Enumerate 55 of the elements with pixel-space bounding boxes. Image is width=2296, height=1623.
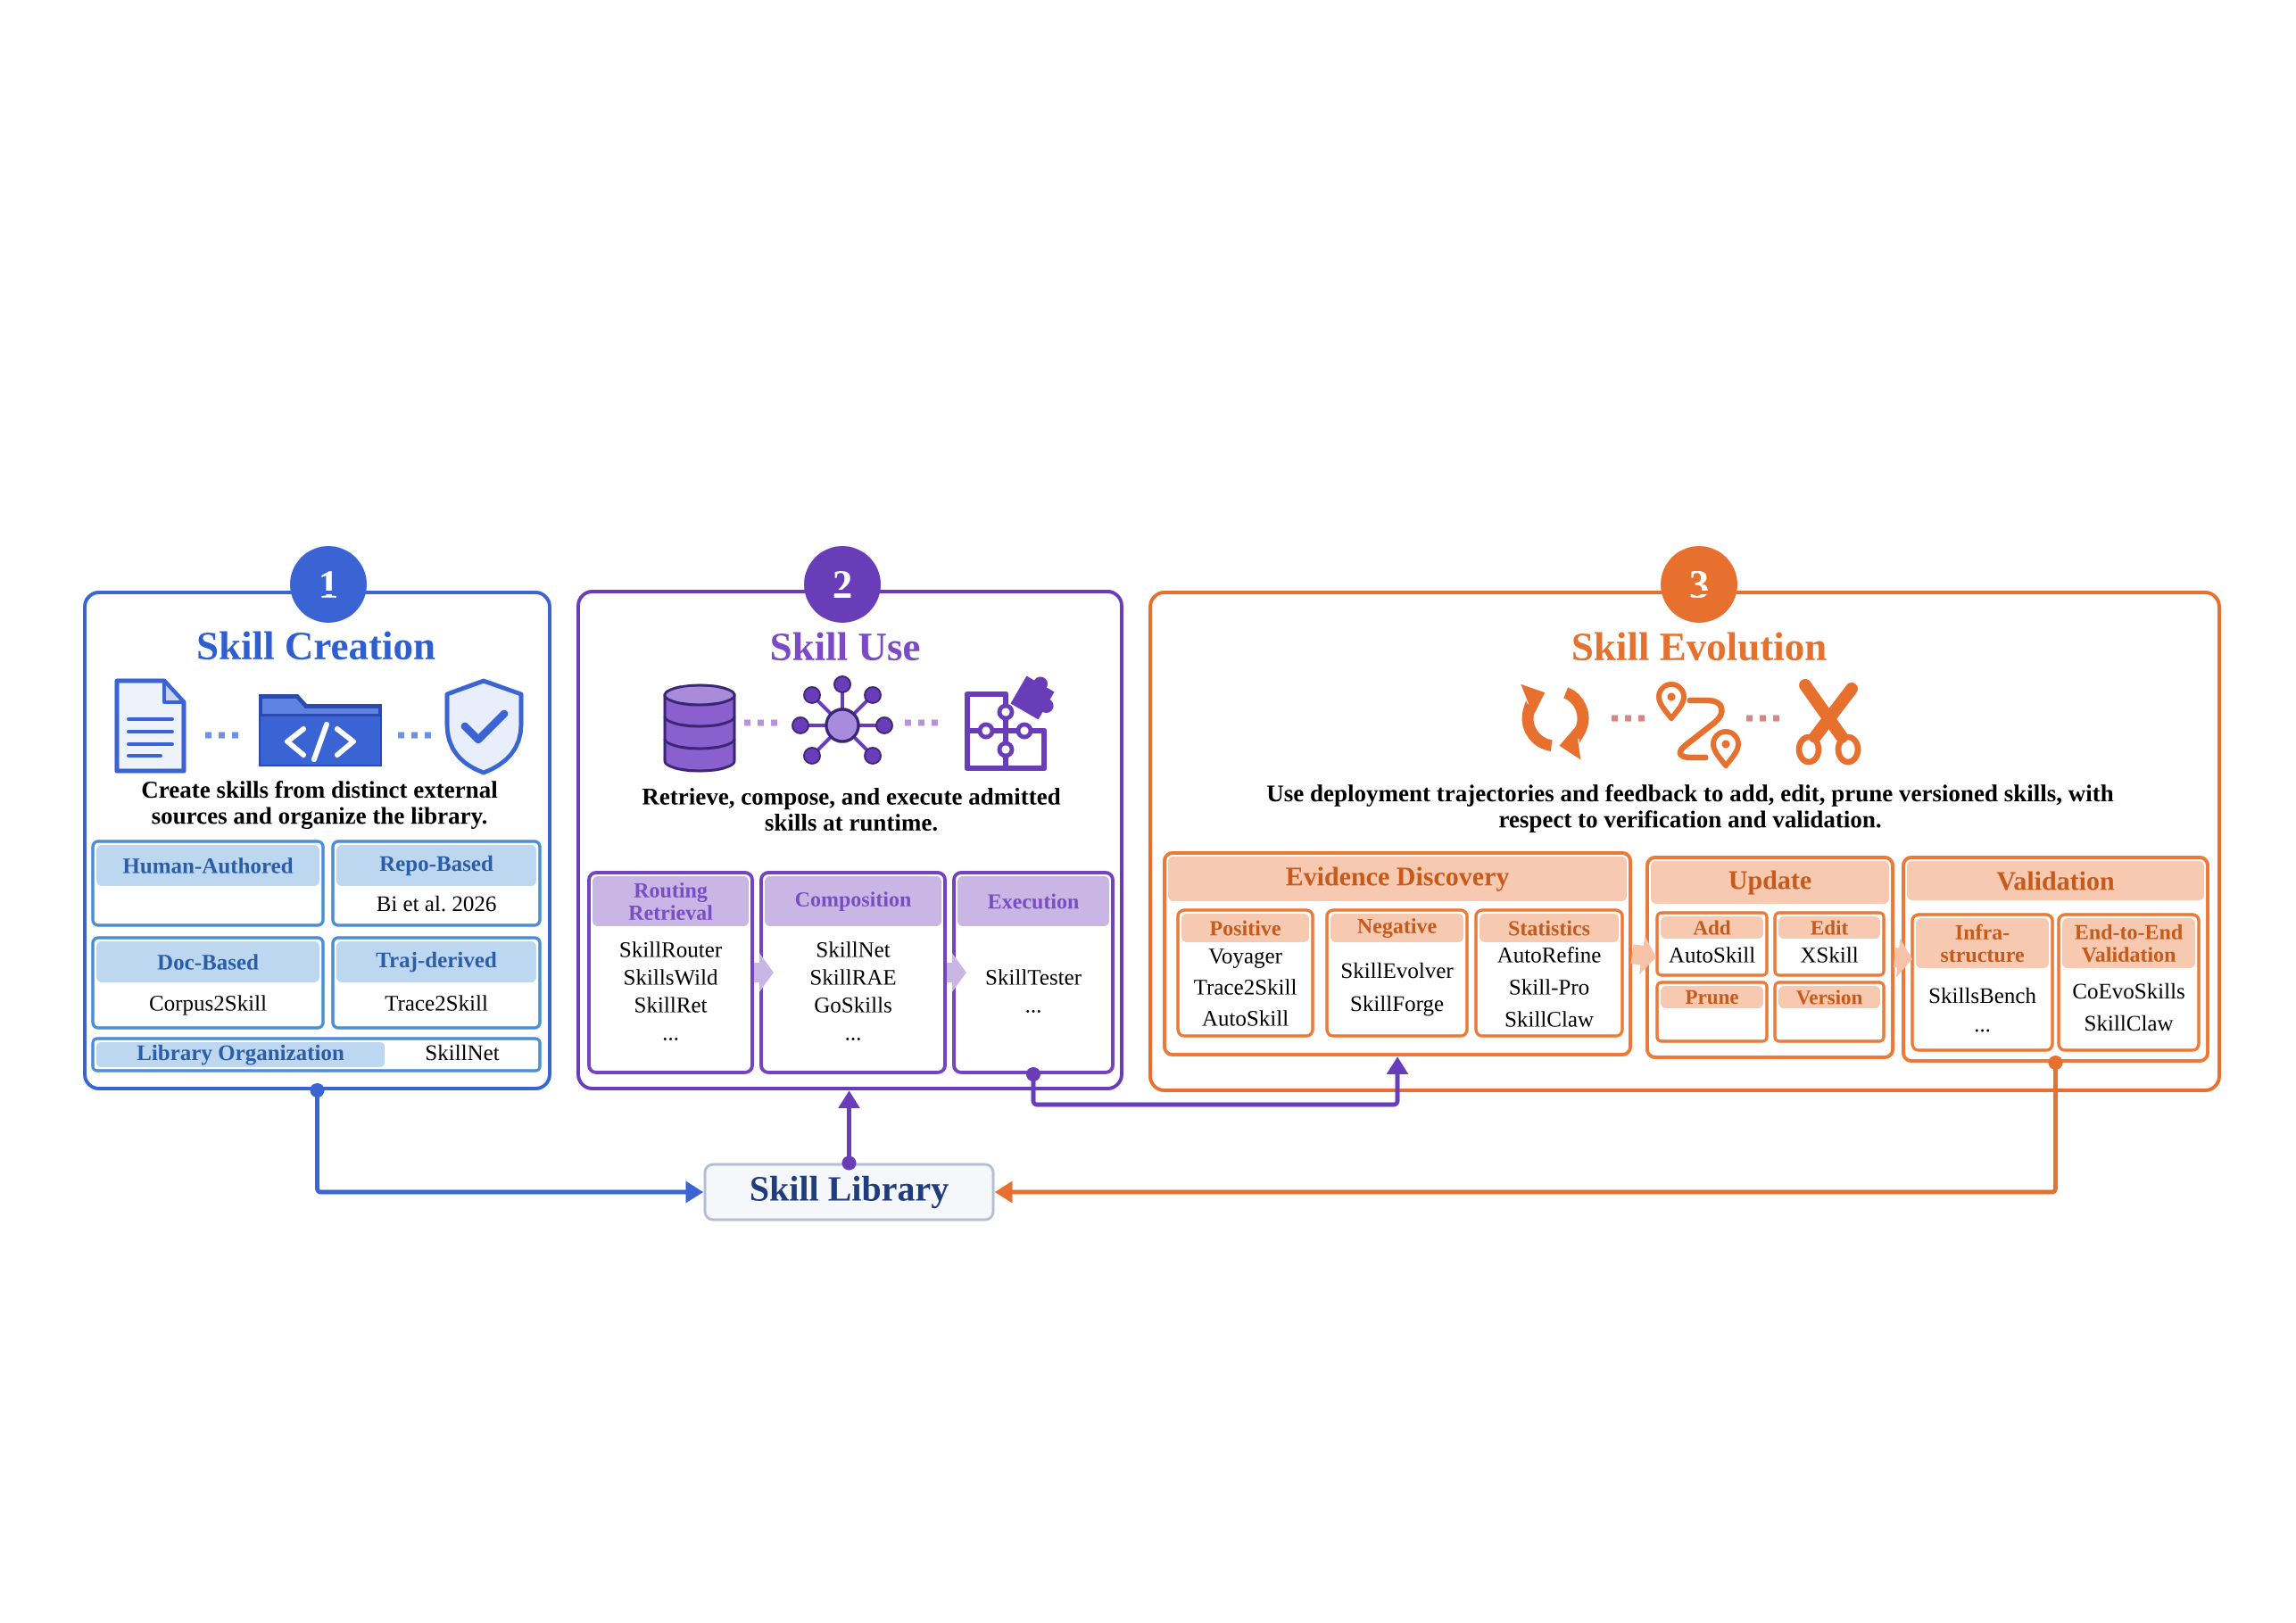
card-text: SkillNet [427,1044,500,1061]
category-heading: Negative [1330,914,1463,942]
panel-description: Use deployment trajectories and feedback to add, edit, prune versioned skills, with respect to verification and validation. [1266,784,2114,832]
library-box: Skill Library [703,1163,995,1221]
entry-text: SkillEvolver [1342,962,1454,979]
panel-title: Skill Use [772,632,920,661]
entry-text: SkillForge [1351,995,1444,1016]
entry-text: Skill-Pro [1510,979,1589,995]
card-heading: Library Organization [96,1042,385,1068]
card-text: Corpus2Skill [150,995,267,1015]
entry-text: SkillRouter [620,941,722,957]
entry-text: CoEvoSkills [2073,982,2184,999]
entry-text: ... [1026,1009,1040,1013]
card-heading: Repo-Based [336,845,536,887]
stage-heading: Routing Retrieval [593,876,749,926]
entry-text: AutoSkill [1669,947,1755,963]
entry-text: SkillsBench [1929,987,2036,1004]
panel-description: Retrieve, compose, and execute admitted skills at runtime. [642,787,1061,832]
stage-heading: Composition [765,876,941,926]
entry-text: ... [1975,1029,1990,1032]
panel-title: Skill Creation [198,631,435,660]
entry-text: AutoRefine [1496,946,1601,963]
card-text: Trace2Skill [385,995,488,1011]
entry-text: SkillNet [817,941,891,957]
card-text: Bi et al. 2026 [377,895,496,912]
category-heading: Statistics [1480,914,1620,942]
entry-text: SkillClaw [2085,1014,2174,1031]
entry-text: Trace2Skill [1194,979,1297,995]
panel-title: Skill Evolution [1573,632,1827,661]
card-heading: Human-Authored [96,845,319,887]
entry-text: AutoSkill [1202,1010,1289,1026]
entry-text: XSkill [1800,947,1859,963]
category-heading: Prune [1661,986,1764,1009]
stage-heading: Update [1651,861,1890,904]
entry-text: SkillClaw [1505,1011,1594,1027]
entry-text: GoSkills [815,997,891,1013]
card-heading: Doc-Based [96,941,319,983]
entry-text: SkillsWild [625,969,718,985]
entry-text: SkillRet [635,997,708,1013]
entry-text: ... [846,1037,860,1040]
stage-heading: Execution [957,876,1109,926]
entry-text: SkillRAE [811,969,896,985]
category-heading: Add [1661,916,1764,939]
category-heading: End-to-End Validation [2062,918,2196,968]
entry-text: ... [663,1037,678,1040]
entry-text: SkillTester [986,969,1082,985]
category-heading: Version [1778,986,1881,1009]
category-heading: Infra- structure [1916,918,2050,968]
category-heading: Edit [1778,916,1881,939]
panel-description: Create skills from distinct external sources and organize the library. [142,781,498,830]
stage-heading: Validation [1907,861,2205,900]
category-heading: Positive [1181,914,1309,942]
card-heading: Traj-derived [336,941,536,983]
stage-heading: Evidence Discovery [1168,857,1628,902]
entry-text: Voyager [1208,948,1282,968]
